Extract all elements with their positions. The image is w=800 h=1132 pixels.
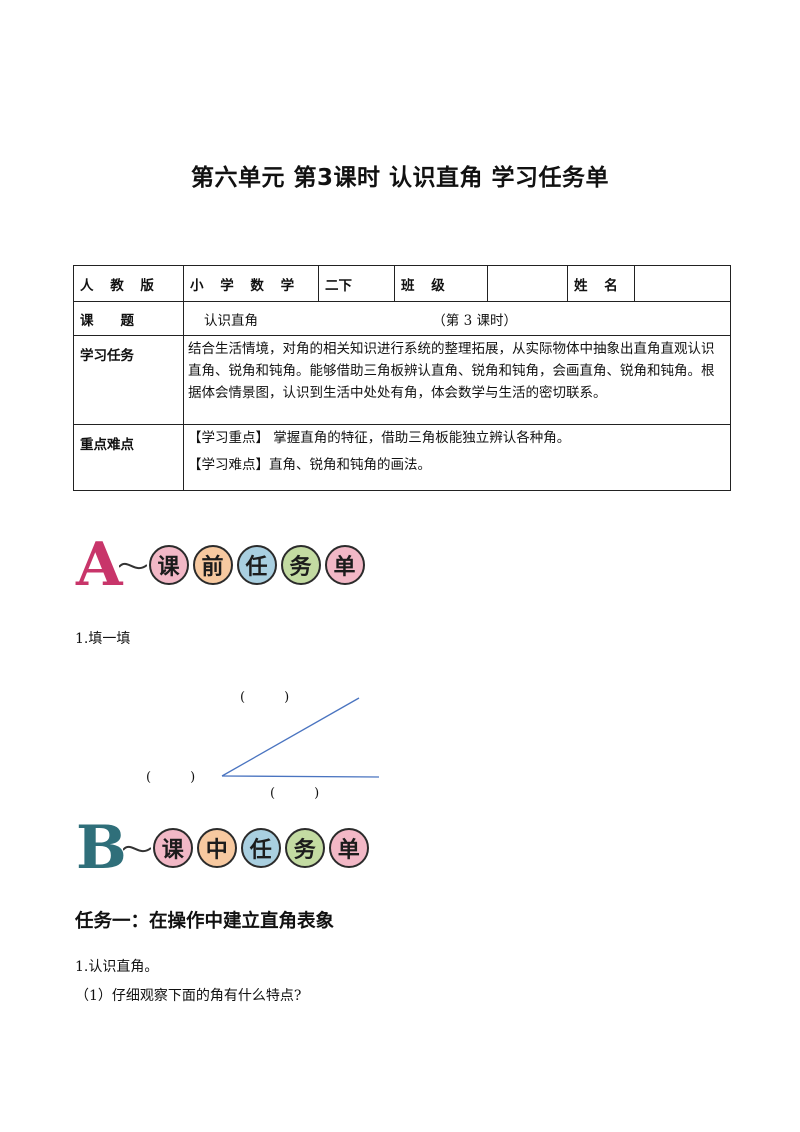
fill-in-heading: 1.填一填: [75, 631, 131, 647]
class-field[interactable]: [487, 265, 568, 302]
angle-ray-lower: [221, 775, 380, 778]
vine-icon: [118, 562, 147, 570]
topic-label: 课 题: [73, 301, 184, 336]
period-text: （第 3 课时）: [432, 312, 517, 329]
in-class-banner: B 课中任务单: [76, 818, 373, 878]
in-class-bubble-1: 中: [196, 828, 237, 868]
task-label: 学习任务: [73, 335, 184, 425]
pre-class-bubble-0: 课: [148, 545, 189, 585]
edition-cell: 人 教 版: [73, 265, 184, 302]
difficulty-text: 【学习难点】直角、锐角和钝角的画法。: [188, 457, 431, 473]
topic-text: 认识直角: [204, 312, 258, 329]
in-class-bubbles: 课中任务单: [152, 828, 373, 868]
pre-class-bubble-3: 务: [280, 545, 321, 585]
info-row-key: 重点难点 【学习重点】 掌握直角的特征，借助三角板能独立辨认各种角。 【学习难点…: [73, 424, 731, 491]
subject-cell: 小 学 数 学: [183, 265, 319, 302]
info-table: 人 教 版 小 学 数 学 二下 班 级 姓 名 课 题 认识直角 （第 3 课…: [73, 265, 731, 491]
topic-cell: 认识直角 （第 3 课时）: [183, 301, 731, 336]
pre-class-bubble-4: 单: [324, 545, 365, 585]
task1-title: 任务一：在操作中建立直角表象: [75, 911, 335, 932]
task-text: 结合生活情境，对角的相关知识进行系统的整理拓展，从实际物体中抽象出直角直观认识直…: [183, 335, 731, 425]
blank-vertex[interactable]: ( ): [146, 770, 196, 785]
in-class-bubble-2: 任: [240, 828, 281, 868]
in-class-bubble-4: 单: [328, 828, 369, 868]
info-row-topic: 课 题 认识直角 （第 3 课时）: [73, 301, 731, 336]
info-row-header: 人 教 版 小 学 数 学 二下 班 级 姓 名: [73, 265, 731, 302]
in-class-bubble-3: 务: [284, 828, 325, 868]
class-label: 班 级: [394, 265, 488, 302]
key-label: 重点难点: [73, 424, 184, 491]
pre-class-banner: A 课前任务单: [76, 535, 369, 595]
pre-class-bubbles: 课前任务单: [148, 545, 369, 585]
banner-a-letter: A: [76, 530, 123, 600]
name-label: 姓 名: [567, 265, 635, 302]
info-row-task: 学习任务 结合生活情境，对角的相关知识进行系统的整理拓展，从实际物体中抽象出直角…: [73, 335, 731, 425]
page-title: 第六单元 第3课时 认识直角 学习任务单: [190, 165, 610, 191]
key-cell: 【学习重点】 掌握直角的特征，借助三角板能独立辨认各种角。 【学习难点】直角、锐…: [183, 424, 731, 491]
banner-b-letter: B: [76, 813, 127, 883]
task1-item1-sub: （1）仔细观察下面的角有什么特点?: [75, 988, 302, 1004]
angle-figure: [221, 697, 380, 778]
blank-top[interactable]: ( ): [240, 690, 290, 705]
grade-cell: 二下: [318, 265, 395, 302]
task1-item1: 1.认识直角。: [75, 959, 159, 975]
pre-class-bubble-2: 任: [236, 545, 277, 585]
vine-icon: [122, 845, 151, 853]
in-class-bubble-0: 课: [152, 828, 193, 868]
name-field[interactable]: [634, 265, 731, 302]
angle-ray-upper: [221, 697, 360, 777]
pre-class-bubble-1: 前: [192, 545, 233, 585]
blank-side[interactable]: ( ): [270, 786, 320, 801]
key-point-text: 【学习重点】 掌握直角的特征，借助三角板能独立辨认各种角。: [188, 430, 571, 446]
